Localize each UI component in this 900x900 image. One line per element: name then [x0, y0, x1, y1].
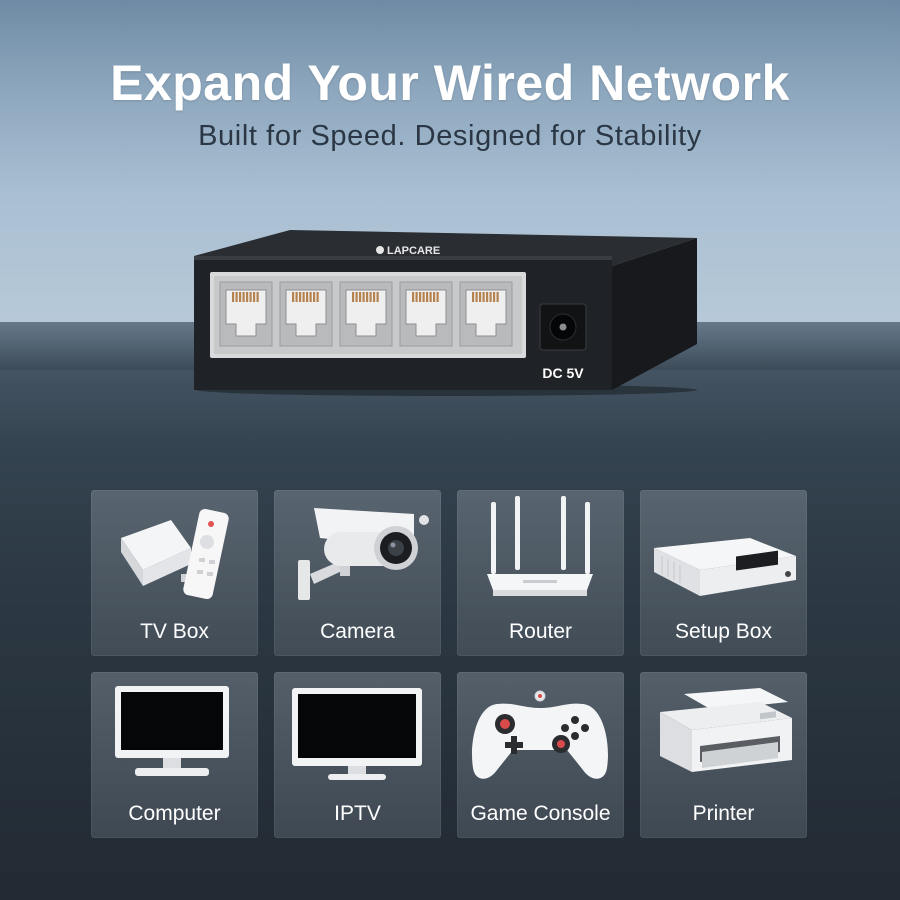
svg-text:LAPCARE: LAPCARE	[387, 245, 440, 257]
game-controller-icon	[472, 690, 608, 779]
device-card-tv-box: TV Box	[91, 490, 258, 656]
device-card-computer: Computer	[91, 672, 258, 838]
device-card-setup-box: Setup Box	[640, 490, 807, 656]
headline: Expand Your Wired Network	[110, 55, 790, 111]
device-card-printer: Printer	[640, 672, 807, 838]
device-label-printer: Printer	[692, 802, 755, 825]
tv-box-icon	[121, 508, 229, 600]
ethernet-port	[219, 281, 273, 347]
computer-monitor-icon	[115, 686, 229, 776]
cctv-camera-icon	[298, 508, 429, 600]
device-label-tv-box: TV Box	[140, 620, 209, 643]
device-label-router: Router	[508, 620, 573, 643]
ethernet-port	[279, 281, 333, 347]
subheadline: Built for Speed. Designed for Stability	[198, 120, 702, 152]
ethernet-switch: LAPCARE DC 5V	[192, 226, 702, 396]
device-card-iptv: IPTV	[274, 672, 441, 838]
setup-box-icon	[654, 538, 796, 596]
ethernet-switch-graphic: LAPCARE DC 5V	[194, 230, 697, 396]
device-label-setup-box: Setup Box	[675, 620, 772, 643]
ethernet-port	[399, 281, 453, 347]
power-label: DC 5V	[542, 365, 584, 381]
ethernet-port	[339, 281, 393, 347]
device-label-game-console: Game Console	[470, 802, 611, 825]
brand-logo: LAPCARE	[376, 245, 440, 257]
device-label-iptv: IPTV	[334, 802, 381, 825]
device-label-computer: Computer	[128, 802, 221, 825]
router-icon	[487, 496, 593, 596]
ethernet-port	[459, 281, 513, 347]
device-card-router: Router	[457, 490, 624, 656]
device-card-game-console: Game Console	[457, 672, 624, 838]
device-card-camera: Camera	[274, 490, 441, 656]
device-grid: TV Box Camera Router	[91, 490, 809, 838]
device-label-camera: Camera	[320, 620, 395, 643]
iptv-icon	[292, 688, 422, 780]
printer-icon	[660, 688, 792, 772]
